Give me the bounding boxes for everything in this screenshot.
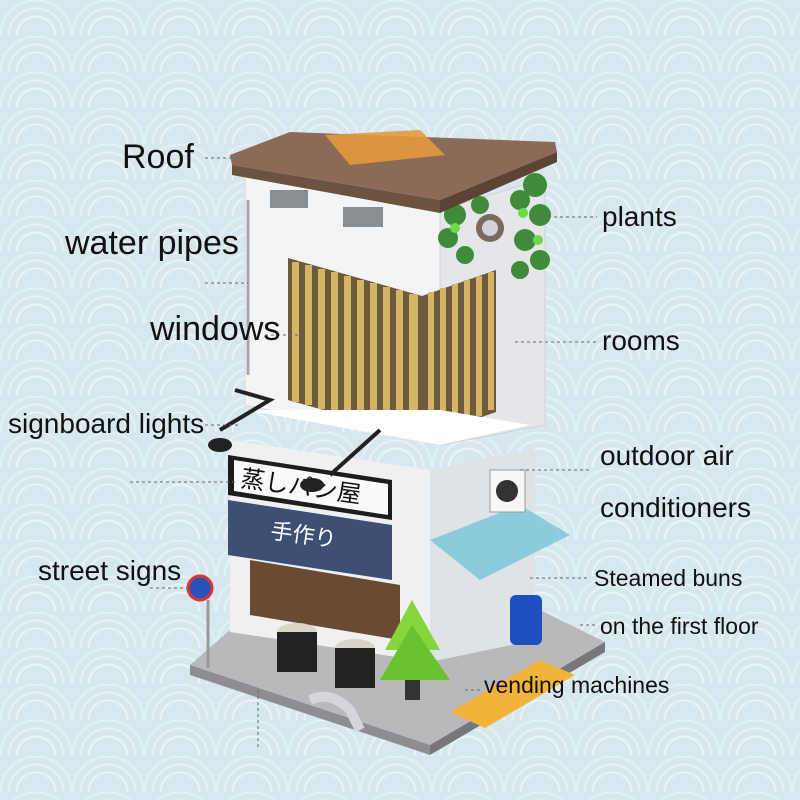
label-first-floor: on the first floor bbox=[600, 613, 759, 639]
label-steamed-buns: Steamed buns bbox=[594, 565, 743, 591]
roof bbox=[230, 132, 557, 200]
label-roof: Roof bbox=[122, 138, 194, 176]
label-vending-machines: vending machines bbox=[484, 672, 670, 698]
label-street-signs: street signs bbox=[38, 555, 182, 586]
label-windows: windows bbox=[150, 310, 281, 348]
label-outdoor-air: outdoor air bbox=[600, 440, 734, 471]
label-rooms: rooms bbox=[602, 325, 680, 356]
label-plants: plants bbox=[602, 201, 677, 232]
label-signboard-lights: signboard lights bbox=[8, 408, 205, 439]
wooden-slats bbox=[288, 258, 496, 438]
plants-decoration bbox=[438, 173, 551, 279]
leader-lines bbox=[130, 157, 597, 750]
street-sign bbox=[186, 574, 214, 602]
label-water-pipes: water pipes bbox=[65, 224, 239, 262]
label-conditioners: conditioners bbox=[600, 492, 751, 523]
